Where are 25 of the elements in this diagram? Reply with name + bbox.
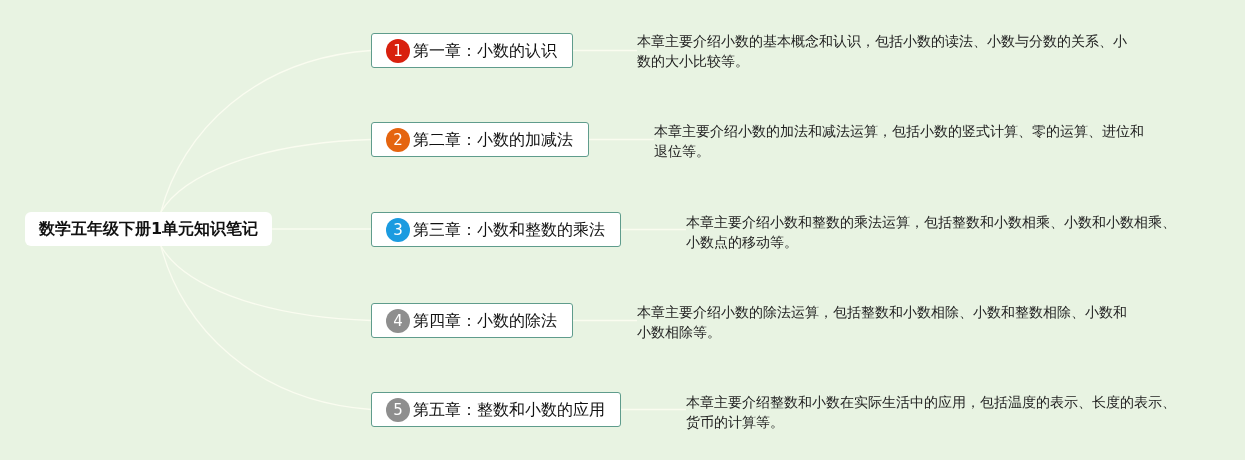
chapter-title: 第五章：整数和小数的应用	[413, 399, 605, 420]
number-badge: 1	[386, 38, 410, 63]
number-badge: 3	[386, 217, 410, 242]
number-badge: 2	[386, 127, 410, 152]
description-text: 本章主要介绍小数的加法和减法运算，包括小数的竖式计算、零的运算、进位和退位等。	[654, 121, 1148, 161]
description-text: 本章主要介绍小数和整数的乘法运算，包括整数和小数相乘、小数和小数相乘、小数点的移动等。	[686, 212, 1180, 252]
description-text: 本章主要介绍小数的除法运算，包括整数和小数相除、小数和整数相除、小数和小数相除等。	[637, 302, 1131, 342]
central-topic: 数学五年级下册1单元知识笔记	[25, 212, 273, 246]
chapter-title: 第三章：小数和整数的乘法	[413, 219, 605, 240]
chapter-box	[371, 303, 573, 338]
chapter-title: 第二章：小数的加减法	[413, 129, 573, 150]
branch-line	[160, 245, 372, 411]
branch-line	[160, 49, 372, 213]
chapter-box	[371, 122, 589, 157]
number-badge: 5	[386, 397, 410, 422]
chapter-title: 第一章：小数的认识	[413, 40, 557, 61]
description-text: 本章主要介绍整数和小数在实际生活中的应用，包括温度的表示、长度的表示、货币的计算等。	[686, 392, 1180, 432]
chapter-box	[371, 33, 573, 68]
branch-line	[160, 245, 372, 322]
branch-line	[160, 138, 372, 213]
chapter-box	[371, 212, 621, 247]
number-badge: 4	[386, 308, 410, 333]
chapter-box	[371, 392, 621, 427]
chapter-title: 第四章：小数的除法	[413, 310, 557, 331]
description-text: 本章主要介绍小数的基本概念和认识，包括小数的读法、小数与分数的关系、小数的大小比较等。	[637, 31, 1131, 71]
